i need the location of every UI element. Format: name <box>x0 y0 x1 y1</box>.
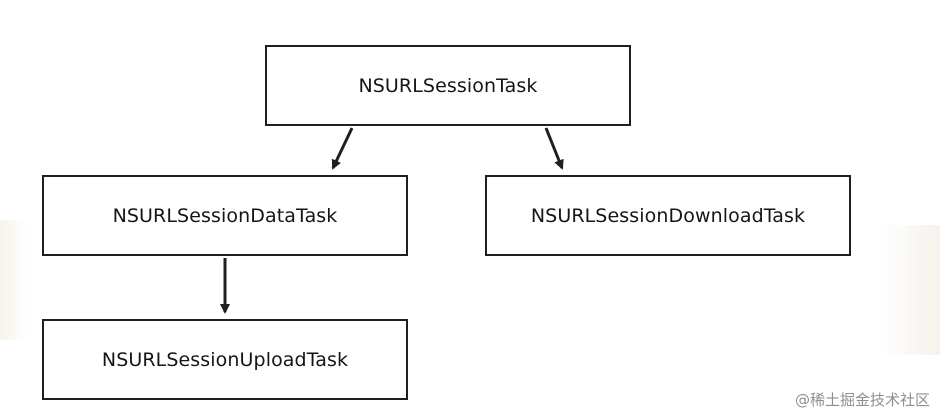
node-label: NSURLSessionDataTask <box>112 204 338 227</box>
arrow-root-to-data-task <box>331 127 354 170</box>
arrow-root-to-download-task <box>544 127 564 170</box>
left-edge-tint <box>0 220 28 340</box>
node-label: NSURLSessionUploadTask <box>101 348 349 371</box>
right-edge-tint <box>880 225 940 355</box>
node-label: NSURLSessionDownloadTask <box>530 204 806 227</box>
node-nsurlsessiondatatask: NSURLSessionDataTask <box>42 175 408 256</box>
node-label: NSURLSessionTask <box>358 74 538 97</box>
node-nsurlsessiontask: NSURLSessionTask <box>265 45 631 126</box>
node-nsurlsessiondownloadtask: NSURLSessionDownloadTask <box>485 175 851 256</box>
watermark-text: @稀土掘金技术社区 <box>794 391 930 409</box>
node-nsurlsessionuploadtask: NSURLSessionUploadTask <box>42 319 408 400</box>
